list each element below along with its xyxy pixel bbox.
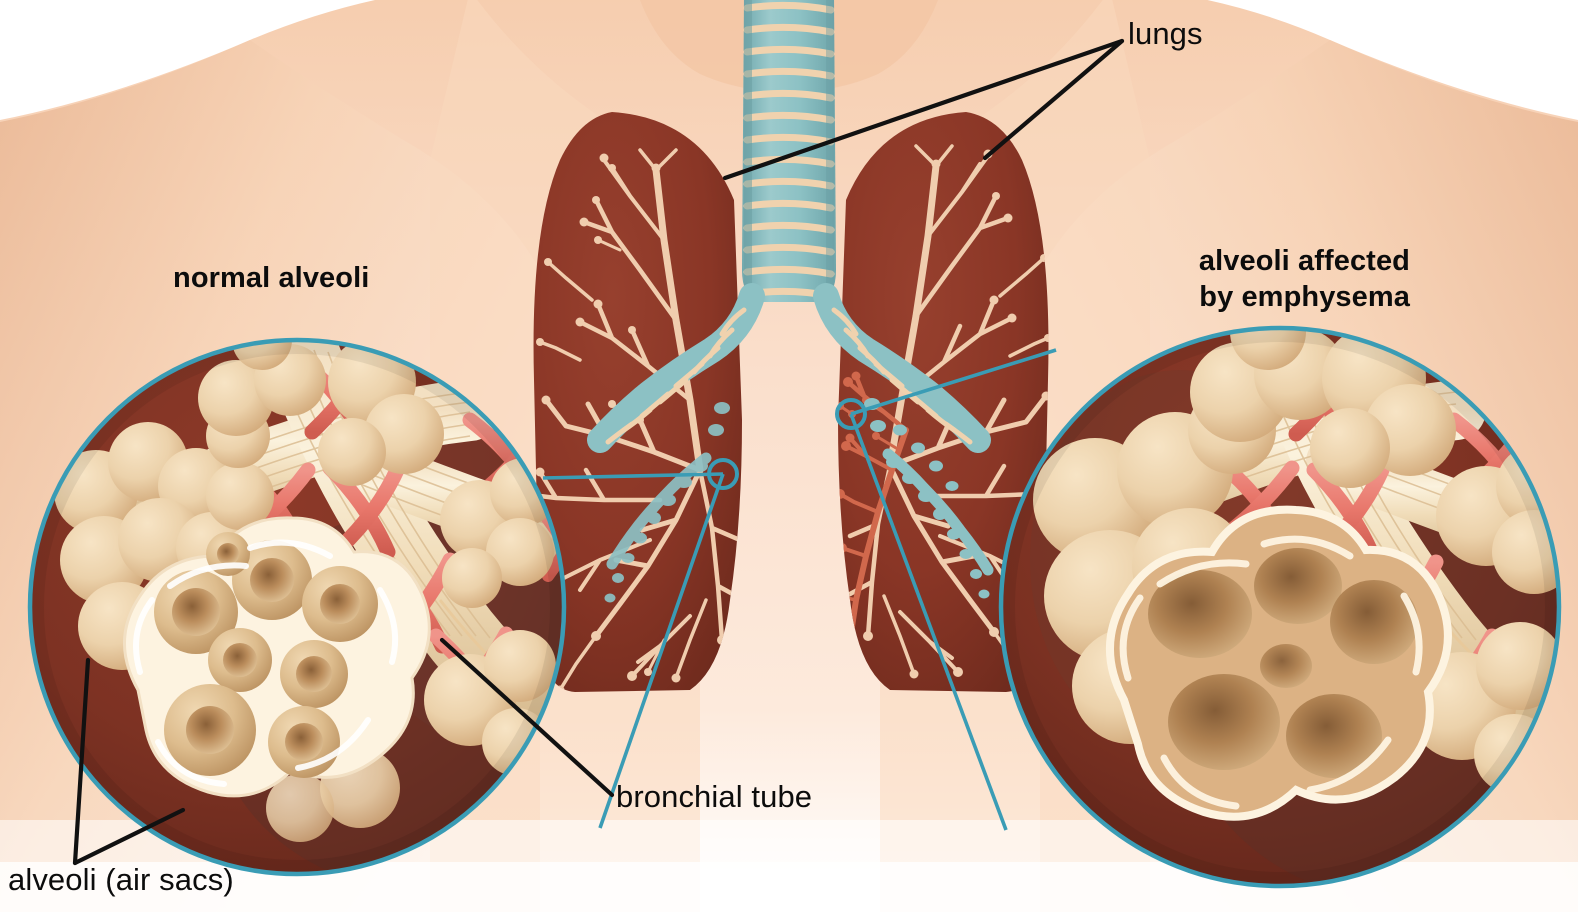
emphysema-cross-section [1105,505,1452,821]
label-normal-alveoli: normal alveoli [173,262,370,294]
leader-bronchial-tube [439,637,615,798]
leader-alveoli-a [72,657,91,866]
label-alveoli-air-sacs: alveoli (air sacs) [8,862,234,897]
leader-lungs-left [722,38,1125,181]
leader-lungs-right [982,38,1125,161]
label-lungs: lungs [1128,16,1203,51]
alveoli-clusters [54,341,558,842]
label-emphysema-line2: by emphysema [1199,281,1410,313]
magnifier-ring-right [998,325,1562,889]
magnifier-ring-left [27,337,567,877]
normal-alveoli-marker [707,458,739,490]
label-emphysema-line1: alveoli affected [1198,245,1410,277]
trachea [587,0,991,453]
alveoli-cross-section [123,516,431,798]
callout-connectors [542,348,1057,831]
label-bronchial-tube: bronchial tube [616,779,813,814]
leader-lines [72,38,1125,866]
damaged-chambers [1148,548,1418,778]
alveolar-chambers [154,532,378,778]
emphysema-alveoli-marker [835,398,867,430]
leader-alveoli-b [72,807,186,866]
